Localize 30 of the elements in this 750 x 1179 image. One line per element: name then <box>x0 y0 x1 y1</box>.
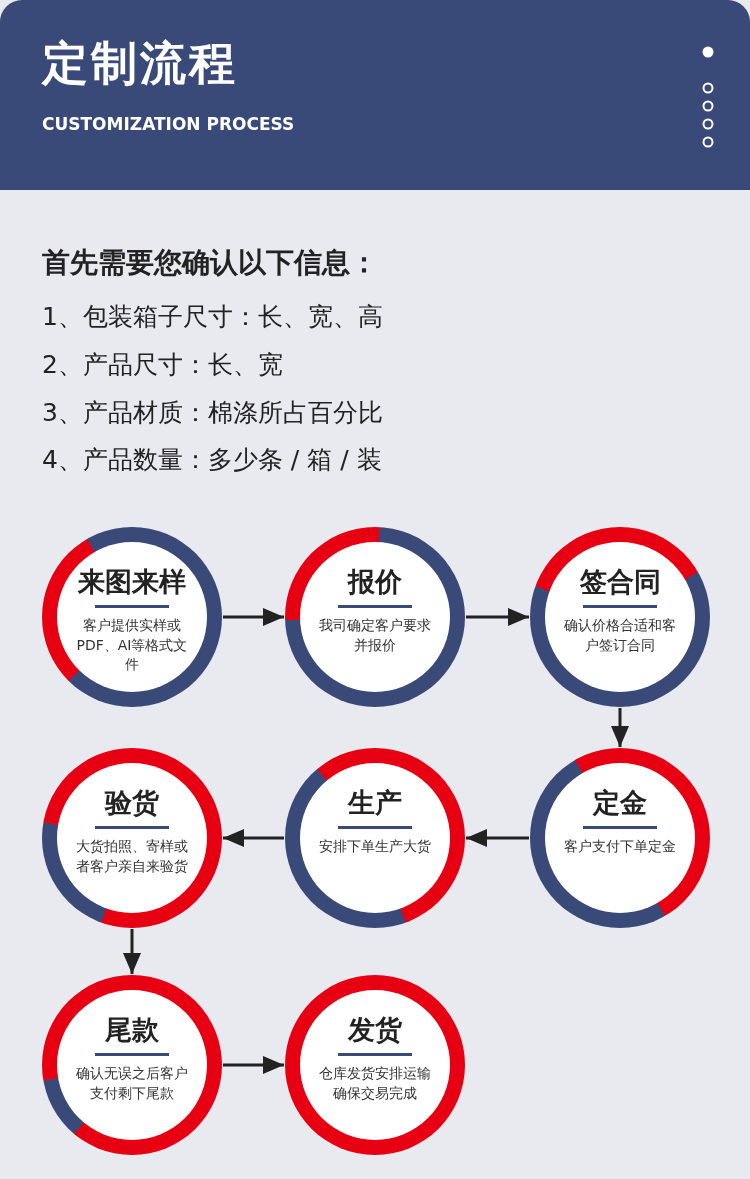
step-title: 来图来样 <box>78 565 186 599</box>
step-description: 确认价格合适和客户签订合同 <box>564 616 676 655</box>
step-title: 签合同 <box>579 565 661 599</box>
subtitle: CUSTOMIZATION PROCESS <box>42 114 295 134</box>
arrow <box>223 1056 284 1074</box>
step-title: 定金 <box>593 786 647 820</box>
arrow <box>611 708 629 747</box>
step-title: 报价 <box>348 565 402 599</box>
step-description: 客户提供实样或 PDF、AI等格式文件 <box>76 616 188 675</box>
intro-heading: 首先需要您确认以下信息： <box>42 245 378 281</box>
arrow <box>466 608 529 626</box>
step-description: 大货拍照、寄样或者客户亲自来验货 <box>76 837 188 876</box>
page-title: 定制流程 <box>42 38 238 89</box>
step-description: 客户支付下单定金 <box>564 837 676 856</box>
step-description: 我司确定客户要求并报价 <box>319 616 431 655</box>
arrow <box>223 608 284 626</box>
requirement-item: 3、产品材质：棉涤所占百分比 <box>42 397 383 429</box>
requirement-item: 4、产品数量：多少条 / 箱 / 装 <box>42 444 382 476</box>
step-title: 发货 <box>348 1013 402 1047</box>
step-title: 生产 <box>348 786 402 820</box>
step-description: 仓库发货安排运输确保交易完成 <box>319 1064 431 1103</box>
step-title: 尾款 <box>105 1013 159 1047</box>
arrow <box>123 929 141 974</box>
arrow <box>223 829 284 847</box>
requirement-item: 2、产品尺寸：长、宽 <box>42 349 283 381</box>
step-title: 验货 <box>105 786 159 820</box>
arrow <box>466 829 529 847</box>
step-description: 安排下单生产大货 <box>319 837 431 856</box>
requirement-item: 1、包装箱子尺寸：长、宽、高 <box>42 301 383 333</box>
step-description: 确认无误之后客户支付剩下尾款 <box>76 1064 188 1103</box>
